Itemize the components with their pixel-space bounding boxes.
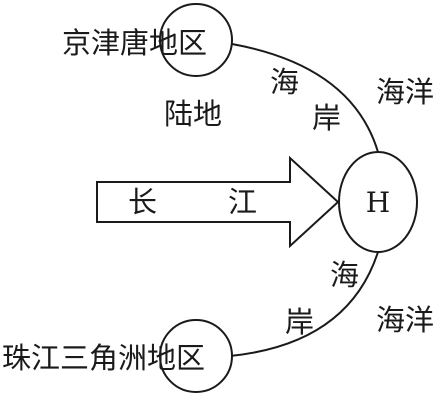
coast-lower-char-1: 海: [330, 258, 359, 292]
river-char-1: 长: [128, 185, 157, 219]
hub-label: H: [366, 186, 390, 219]
land-label: 陆地: [164, 97, 222, 131]
coast-upper-char-2: 岸: [312, 101, 341, 135]
coast-lower-char-2: 岸: [285, 305, 314, 339]
north-region-label: 京津唐地区: [62, 26, 207, 60]
north-region-circle: [159, 3, 233, 77]
south-region-circle: [159, 319, 233, 393]
river-char-2: 江: [228, 185, 257, 219]
sea-upper-label: 海洋: [376, 75, 434, 109]
coast-upper-char-1: 海: [270, 65, 299, 99]
coastline-upper: [231, 43, 379, 153]
sea-lower-label: 海洋: [376, 303, 434, 337]
south-region-label: 珠江三角洲地区: [2, 341, 205, 375]
coastline-lower: [229, 251, 379, 357]
yangtze-arrow: [96, 155, 340, 249]
